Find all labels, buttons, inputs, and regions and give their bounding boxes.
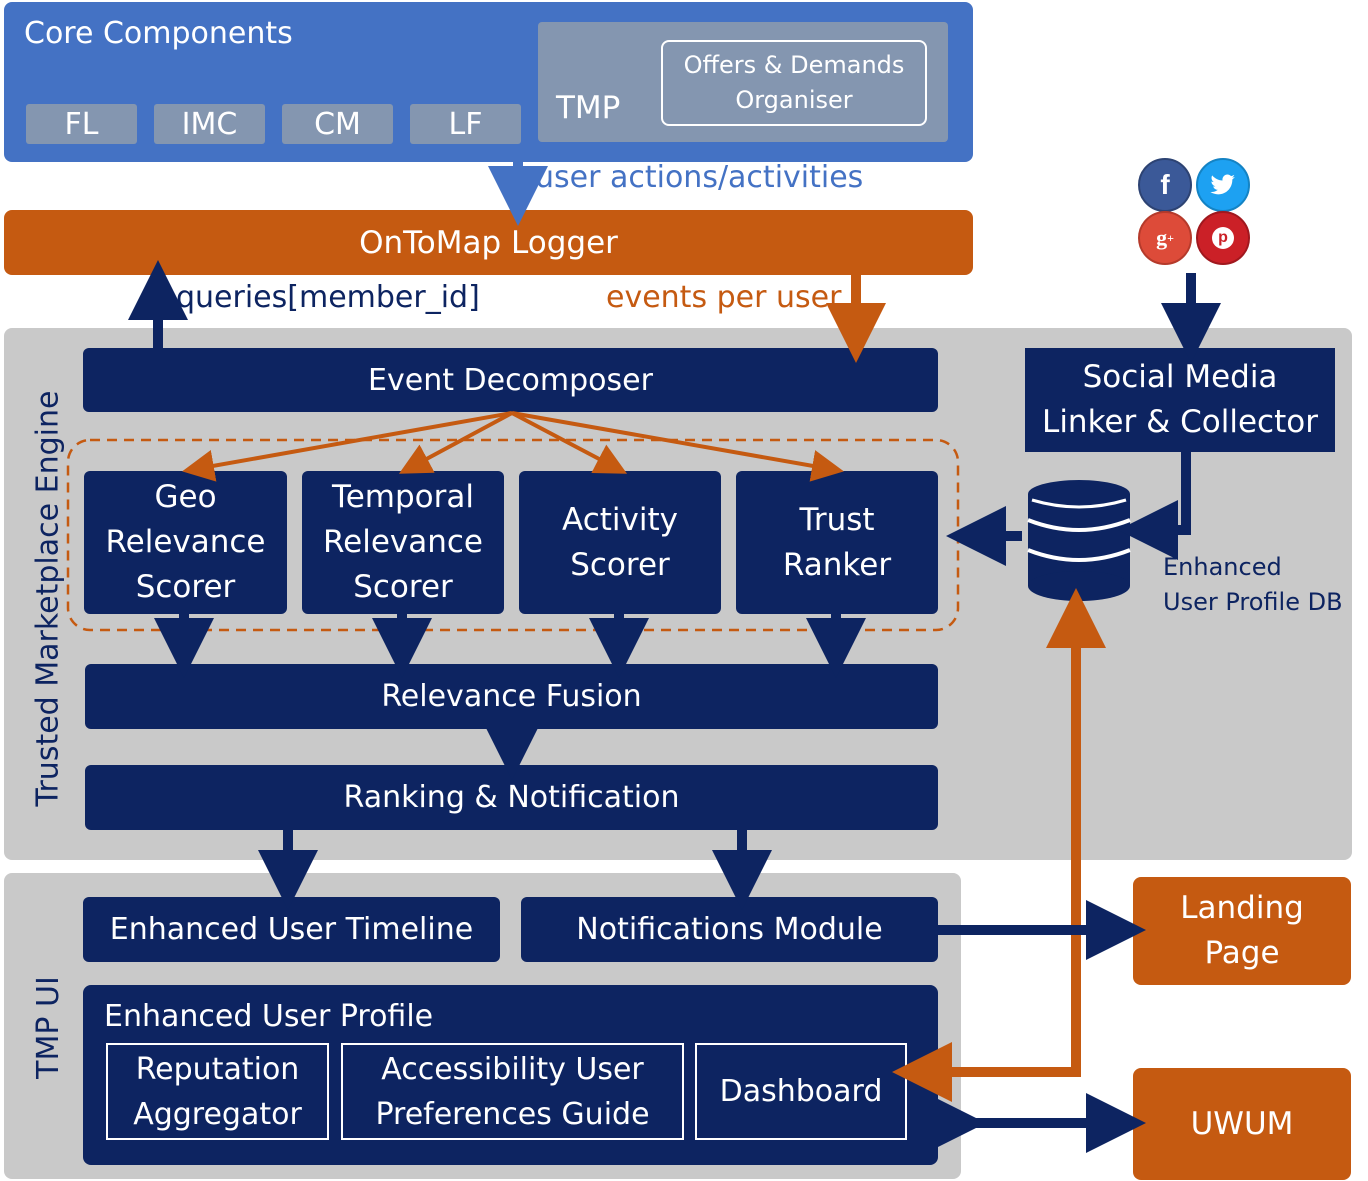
database-icon — [1027, 480, 1131, 601]
dashboard: Dashboard — [695, 1043, 907, 1140]
enhanced-user-profile-title: Enhanced User Profile — [104, 999, 434, 1034]
enhanced-user-profile-db-label: Enhanced User Profile DB — [1163, 553, 1343, 616]
google-plus-icon: g+ — [1138, 211, 1192, 265]
trust-ranker: Trust Ranker — [736, 471, 938, 614]
chip-fl: FL — [26, 104, 137, 144]
pinterest-icon: p — [1196, 211, 1250, 265]
chip-cm: CM — [282, 104, 393, 144]
geo-relevance-scorer: Geo Relevance Scorer — [84, 471, 287, 614]
reputation-aggregator: Reputation Aggregator — [106, 1043, 329, 1140]
core-components-title: Core Components — [24, 16, 293, 51]
ranking-notification: Ranking & Notification — [85, 765, 938, 830]
twitter-bird-icon — [1210, 174, 1235, 195]
uwum: UWUM — [1133, 1068, 1351, 1180]
enhanced-user-timeline: Enhanced User Timeline — [83, 897, 500, 962]
activity-scorer: Activity Scorer — [519, 471, 721, 614]
pinterest-p-icon: p — [1212, 227, 1234, 249]
accessibility-user-preferences-guide: Accessibility User Preferences Guide — [341, 1043, 684, 1140]
events-per-user-label: events per user — [606, 280, 842, 315]
tmp-box — [538, 22, 948, 142]
engine-title: Trusted Marketplace Engine — [30, 390, 66, 806]
relevance-fusion: Relevance Fusion — [85, 664, 938, 729]
enhanced-user-profile — [83, 985, 938, 1165]
user-actions-label: user actions/activities — [535, 160, 864, 195]
tmp-ui-title: TMP UI — [30, 975, 66, 1079]
tmp-label: TMP — [556, 90, 621, 126]
landing-page: Landing Page — [1133, 877, 1351, 985]
notifications-module: Notifications Module — [521, 897, 938, 962]
facebook-icon: f — [1138, 158, 1192, 212]
twitter-icon — [1196, 158, 1250, 212]
ontomap-logger: OnToMap Logger — [4, 210, 973, 275]
queries-label: queries[member_id] — [176, 280, 480, 315]
temporal-relevance-scorer: Temporal Relevance Scorer — [302, 471, 504, 614]
chip-lf: LF — [410, 104, 521, 144]
social-media-linker-collector: Social Media Linker & Collector — [1025, 348, 1335, 452]
offers-demands-organiser: Offers & Demands Organiser — [661, 40, 927, 126]
chip-imc: IMC — [154, 104, 265, 144]
event-decomposer: Event Decomposer — [83, 348, 938, 412]
